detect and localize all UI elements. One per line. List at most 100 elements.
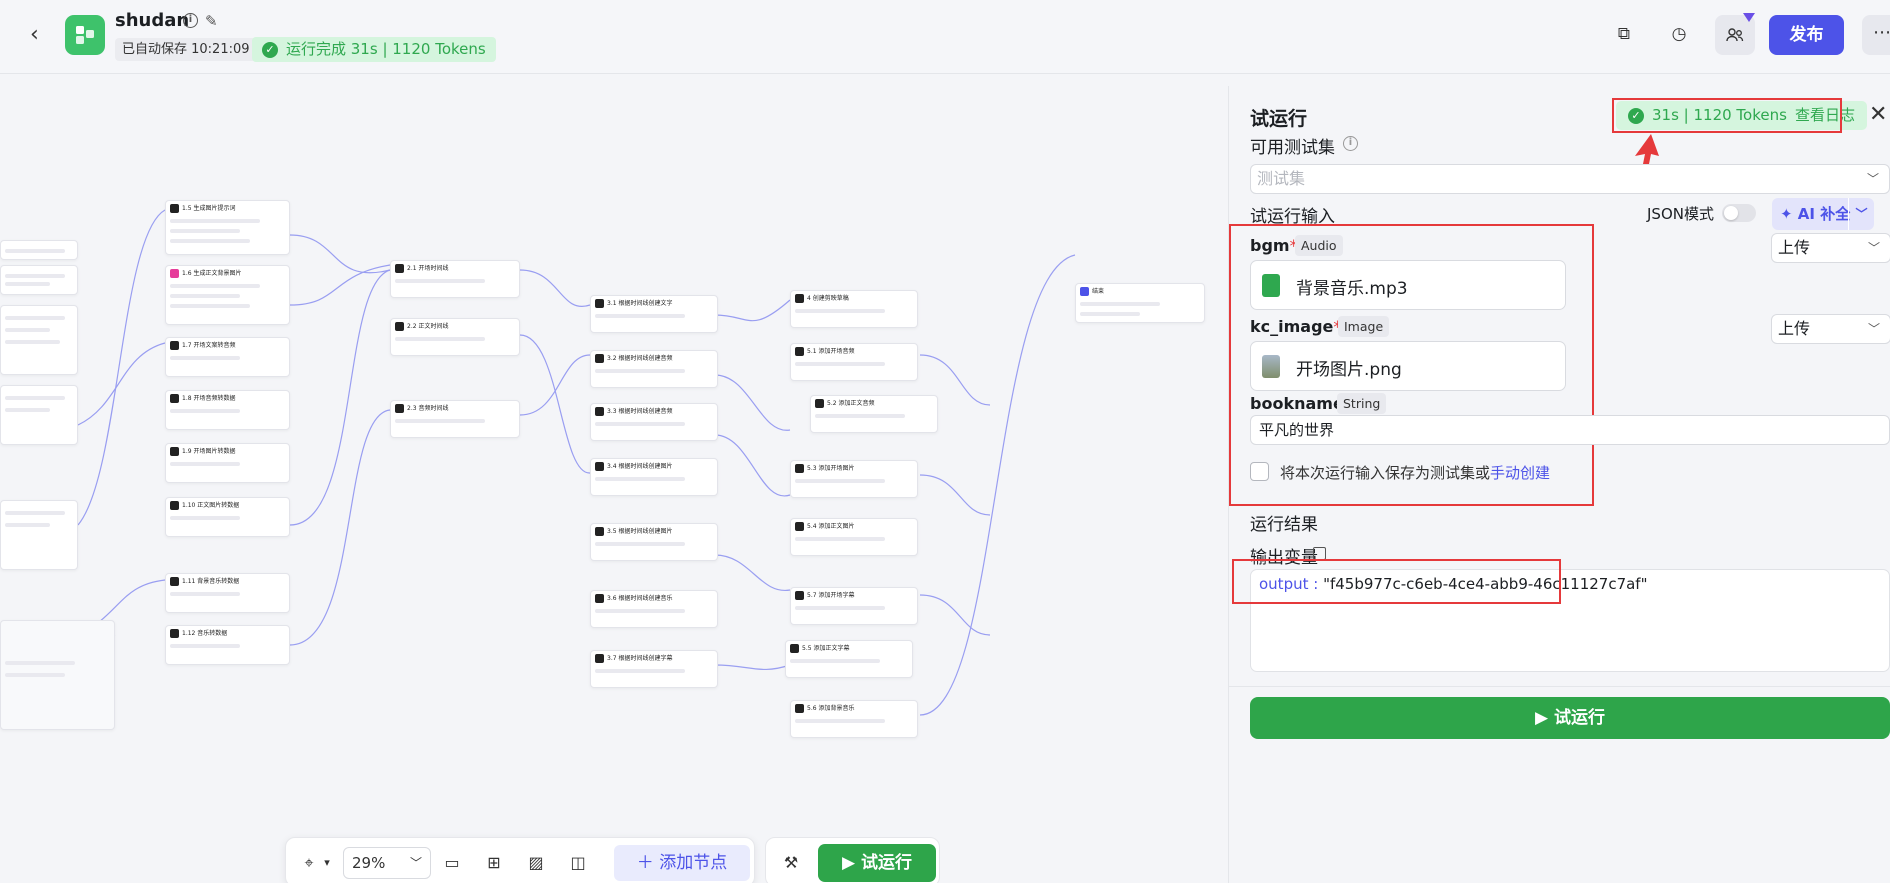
- zoom-value: 29%: [352, 854, 386, 872]
- workflow-node[interactable]: 2.1 开场时间线: [390, 260, 520, 298]
- workflow-node[interactable]: 2.2 正文时间线: [390, 318, 520, 356]
- output-variables-label: 输出变量: [1250, 548, 1318, 568]
- top-header: ‹ shudan i ✎ 已自动保存 10:21:09 ✓ 运行完成 31s |…: [0, 0, 1890, 74]
- close-icon[interactable]: ✕: [1869, 102, 1888, 127]
- workflow-node[interactable]: 3.6 根据时间线创建音乐: [590, 590, 718, 628]
- workflow-node[interactable]: 1.12 音乐转数据: [165, 625, 290, 665]
- view-log-link[interactable]: 查看日志: [1794, 106, 1855, 124]
- chevron-down-icon: ﹀: [1867, 241, 1880, 255]
- workflow-node[interactable]: 5.2 添加正文音频: [810, 395, 938, 433]
- bgm-file-field[interactable]: 背景音乐.mp3: [1250, 260, 1566, 310]
- history-icon[interactable]: ◷: [1671, 24, 1687, 44]
- upload-mode-select[interactable]: 上传﹀: [1771, 233, 1890, 263]
- workflow-node[interactable]: 1.10 正文图片转数据: [165, 497, 290, 537]
- collaborators-button[interactable]: [1715, 15, 1755, 55]
- workflow-canvas[interactable]: 1.5 生成图片提示词 1.6 生成正文背景图片 1.7 开场文案转音频 1.8…: [0, 75, 1228, 883]
- workflow-node[interactable]: 3.3 根据时间线创建音频: [590, 403, 718, 441]
- bookname-input[interactable]: 平凡的世界: [1250, 415, 1890, 445]
- file-name: 背景音乐.mp3: [1296, 279, 1408, 299]
- workflow-node[interactable]: 1.5 生成图片提示词: [165, 200, 290, 255]
- divider: [1229, 686, 1890, 687]
- highlight-box: [1232, 559, 1561, 604]
- workflow-node[interactable]: [0, 385, 78, 445]
- workflow-node[interactable]: 5.7 添加开场字幕: [790, 587, 918, 625]
- chevron-down-icon[interactable]: ﹀: [1848, 198, 1874, 230]
- connection-lines: [0, 209, 1076, 716]
- workflow-node[interactable]: 3.7 根据时间线创建字幕: [590, 650, 718, 688]
- workflow-node[interactable]: 1.9 开场图片转数据: [165, 443, 290, 483]
- zoom-select[interactable]: 29% ﹀: [343, 847, 431, 879]
- save-as-testset-text: 将本次运行输入保存为测试集或手动创建: [1280, 464, 1551, 482]
- workflow-end-node[interactable]: 结束: [1075, 283, 1205, 323]
- minimap-icon[interactable]: ◫: [570, 853, 586, 872]
- test-run-panel: 试运行 ✓ 31s | 1120 Tokens 查看日志 ✕ 可用测试集 i 测…: [1228, 86, 1890, 883]
- add-node-label: 添加节点: [659, 853, 728, 873]
- publish-button[interactable]: 发布: [1769, 15, 1844, 55]
- back-icon[interactable]: ‹: [30, 22, 39, 47]
- workflow-node[interactable]: 5.6 添加背景音乐: [790, 700, 918, 738]
- comment-icon[interactable]: ▭: [444, 853, 460, 872]
- highlight-box: [1612, 98, 1842, 133]
- workflow-node[interactable]: 5.5 添加正文字幕: [785, 640, 913, 678]
- workflow-node[interactable]: 1.8 开场音频转数据: [165, 390, 290, 430]
- workflow-node[interactable]: 1.6 生成正文背景图片: [165, 265, 290, 325]
- copy-workflow-icon[interactable]: ⧉: [1617, 24, 1631, 44]
- workflow-node[interactable]: 1.11 背景音乐转数据: [165, 573, 290, 613]
- result-label: 运行结果: [1250, 515, 1318, 535]
- workflow-node[interactable]: 3.2 根据时间线创建音频: [590, 350, 718, 388]
- workflow-node[interactable]: [0, 240, 78, 260]
- testset-select[interactable]: 测试集 ﹀: [1250, 164, 1890, 194]
- kc-image-file-field[interactable]: 开场图片.png: [1250, 341, 1566, 391]
- ai-fill-button[interactable]: ✦ AI 补全﹀: [1772, 198, 1874, 230]
- wrench-icon[interactable]: ⚒: [783, 853, 799, 872]
- run-result-status: ✓ 31s | 1120 Tokens 查看日志: [1616, 101, 1867, 130]
- workflow-node[interactable]: 3.4 根据时间线创建图片: [590, 458, 718, 496]
- workflow-node[interactable]: 3.1 根据时间线创建文字: [590, 295, 718, 333]
- chevron-down-icon: ﹀: [1867, 322, 1880, 336]
- run-status-badge: ✓ 运行完成 31s | 1120 Tokens: [252, 37, 496, 62]
- check-circle-icon: ✓: [262, 41, 278, 58]
- image-icon[interactable]: ▨: [528, 853, 544, 872]
- test-run-button[interactable]: ▶ 试运行: [818, 844, 936, 882]
- more-icon[interactable]: ⋯: [1862, 15, 1890, 55]
- workflow-node[interactable]: 1.7 开场文案转音频: [165, 337, 290, 377]
- add-node-button[interactable]: ＋ 添加节点: [614, 845, 750, 881]
- manual-create-link[interactable]: 手动创建: [1490, 464, 1551, 482]
- workflow-node[interactable]: 5.4 添加正文图片: [790, 518, 918, 556]
- field-name-bookname: bookname: [1250, 394, 1344, 413]
- panel-test-run-button[interactable]: ▶ 试运行: [1250, 697, 1890, 739]
- testset-label: 可用测试集: [1250, 138, 1335, 158]
- file-name: 开场图片.png: [1296, 360, 1402, 380]
- panel-title: 试运行: [1250, 108, 1308, 130]
- workflow-node[interactable]: 5.1 添加开场音频: [790, 343, 918, 381]
- edit-icon[interactable]: ✎: [205, 12, 218, 30]
- info-icon[interactable]: i: [183, 13, 198, 28]
- autosave-status: 已自动保存 10:21:09: [115, 38, 257, 61]
- workflow-node[interactable]: [0, 265, 78, 295]
- json-mode-label: JSON模式: [1647, 205, 1714, 223]
- type-tag: Image: [1338, 316, 1390, 337]
- diamond-badge-icon: [1743, 13, 1755, 22]
- workflow-node[interactable]: 5.3 添加开场图片: [790, 460, 918, 498]
- save-as-testset-checkbox[interactable]: [1250, 462, 1269, 481]
- workflow-node[interactable]: [0, 305, 78, 375]
- run-toolbar: ⚒ ▶ 试运行: [765, 837, 940, 883]
- workflow-group[interactable]: [0, 620, 115, 730]
- run-button-label: 试运行: [1554, 708, 1605, 728]
- info-icon[interactable]: i: [1343, 136, 1358, 151]
- chevron-down-icon: ﹀: [409, 856, 422, 870]
- json-mode-toggle[interactable]: [1722, 204, 1756, 222]
- field-name-bgm: bgm*: [1250, 236, 1298, 255]
- workflow-node[interactable]: 4 创建剪映草稿: [790, 290, 918, 328]
- chevron-down-icon[interactable]: ▾: [324, 856, 330, 869]
- mouse-mode-icon[interactable]: ⌖: [304, 853, 314, 872]
- workflow-node[interactable]: [0, 500, 78, 570]
- test-run-label: 试运行: [861, 853, 912, 873]
- input-section-label: 试运行输入: [1250, 207, 1335, 227]
- upload-mode-select[interactable]: 上传﹀: [1771, 314, 1890, 344]
- app-logo: [65, 15, 105, 55]
- testset-placeholder: 测试集: [1257, 169, 1306, 188]
- workflow-node[interactable]: 3.5 根据时间线创建图片: [590, 523, 718, 561]
- workflow-node[interactable]: 2.3 音频时间线: [390, 400, 520, 438]
- layout-icon[interactable]: ⊞: [487, 853, 501, 872]
